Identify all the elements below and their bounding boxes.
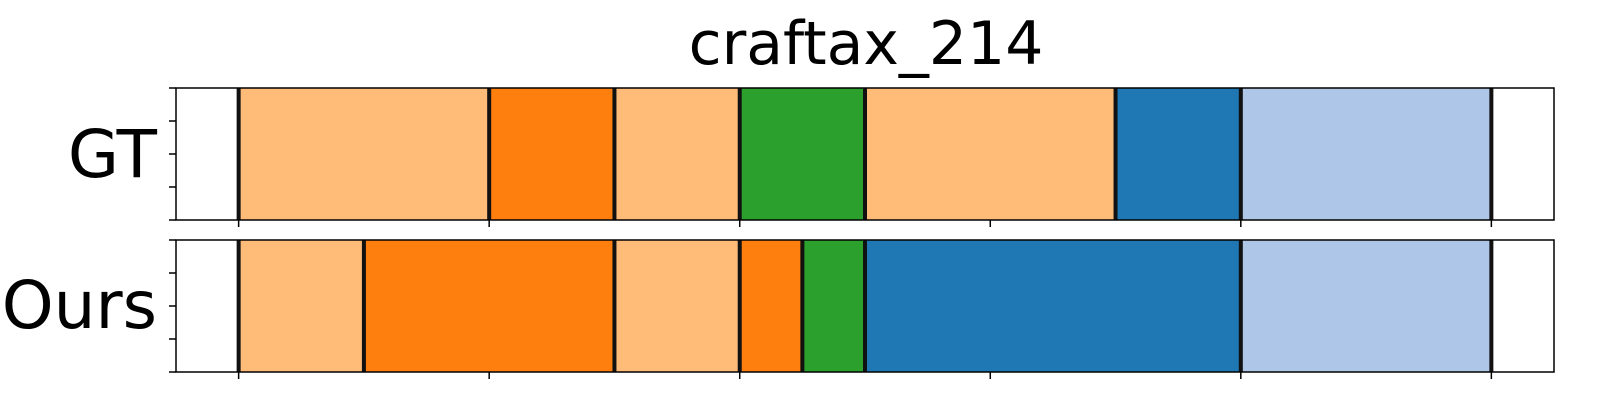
- segment-bar: [865, 240, 1241, 372]
- segment-bar: [1115, 88, 1241, 220]
- row-ours: Ours: [2, 239, 1555, 379]
- row-label: Ours: [2, 267, 157, 344]
- segment-bar: [363, 240, 615, 372]
- segment-bar: [489, 88, 615, 220]
- segment-bar: [802, 240, 865, 372]
- segment-bar: [614, 240, 740, 372]
- segment-bar: [739, 240, 803, 372]
- segment-bar: [739, 88, 865, 220]
- segment-bar: [1240, 240, 1492, 372]
- segment-bar: [865, 88, 1116, 220]
- segment-bar: [238, 88, 490, 220]
- rows-layer: GT Ours: [2, 87, 1555, 379]
- segment-bar: [1240, 88, 1492, 220]
- row-label: GT: [68, 116, 158, 193]
- segment-bar: [238, 240, 364, 372]
- row-gt: GT: [68, 87, 1555, 227]
- segment-bar: [614, 88, 740, 220]
- chart-title: craftax_214: [689, 9, 1044, 79]
